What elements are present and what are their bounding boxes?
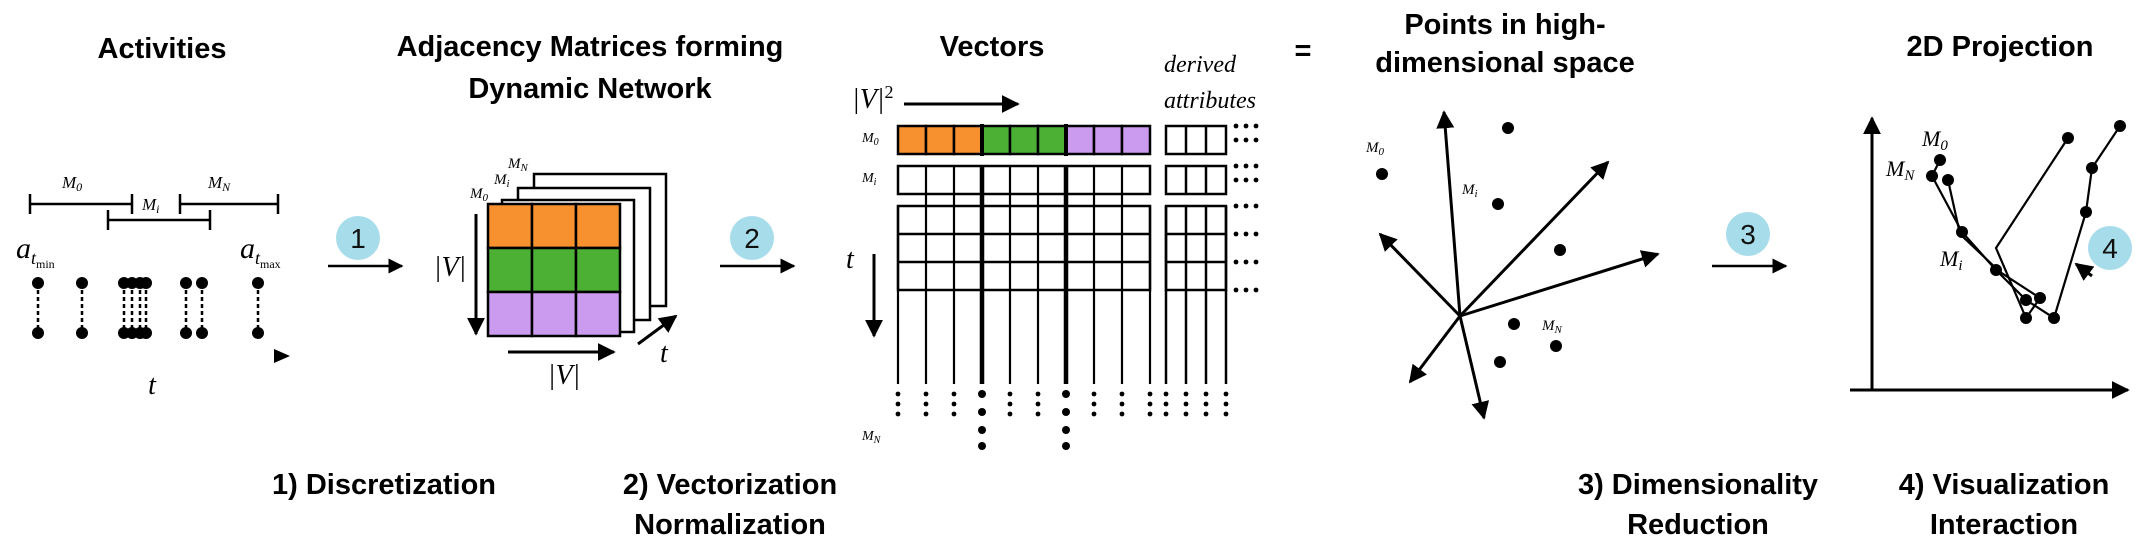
activity-event-dots [32,277,264,339]
projection-plot: M0 MN Mi 4 [1850,116,2132,399]
row-label-mn: MN [861,429,882,446]
heading-adjacency-line1: Adjacency Matrices forming [397,31,784,63]
derived-continuation-dots [1233,123,1259,293]
point-label-mi: Mi [1461,182,1478,200]
matrix-m0-front [486,202,622,338]
step-3-badge [1726,212,1770,256]
step-4-pointer-arrow [2074,262,2095,281]
row-axis-t-label: t [846,244,855,275]
vectors-panel: |V|2 derived attributes M0 Mi t MN [846,52,1259,450]
v-squared-label: |V|2 [852,82,894,115]
heading-activities: Activities [98,33,227,65]
step-4-badge [2088,226,2132,270]
adjacency-stack: MN Mi M0 |V| |V| t [434,156,678,391]
heading-points-line1: Points in high- [1404,9,1605,41]
step-2-badge-number: 2 [744,223,760,254]
step-4-badge-number: 4 [2102,233,2118,264]
row-label-mi: Mi [861,171,877,188]
t-axis-diagonal [637,314,678,346]
step-1-label: 1) Discretization [272,469,496,501]
activity-events [36,283,260,333]
projection-label-mi: Mi [1939,246,1963,274]
derived-label-line2: attributes [1164,88,1256,114]
step-3-label-line2: Reduction [1627,509,1769,541]
step-3-label-line1: 3) Dimensionality [1578,469,1818,501]
v-label-vertical: |V| [434,252,467,283]
projection-trajectory [1930,125,2121,321]
time-label: t [148,370,157,401]
derived-label-line1: derived [1164,52,1237,78]
point-label-mn: MN [1541,318,1563,336]
time-axis-arrowhead [274,349,290,363]
projection-points [1926,120,2126,324]
step-3-badge-number: 3 [1740,219,1756,250]
label-a-tmax: atmax [240,232,281,271]
vector-grid-columns [896,166,1152,384]
step-1-connector: 1 [328,216,404,274]
derived-attribute-cells [1164,124,1228,384]
layer-label-m0: M0 [469,186,489,204]
layer-label-mi: Mi [493,172,510,190]
vector-row-m0 [896,124,1152,156]
row-label-m0: M0 [861,131,879,148]
high-dim-points [1376,122,1566,368]
step-1-badge-number: 1 [350,223,366,254]
vector-grid-white [896,164,1152,292]
step-4-label-line2: Interaction [1930,509,2078,541]
step-1-badge [336,216,380,260]
interval-m0 [28,194,134,214]
step-4-label-line1: 4) Visualization [1899,469,2110,501]
label-m0-interval: M0 [61,173,82,194]
heading-vectors: Vectors [940,31,1045,63]
step-2-connector: 2 [720,216,796,274]
heading-adjacency-line2: Dynamic Network [468,73,712,105]
step-2-label-line1: 2) Vectorization [623,469,837,501]
label-mi-interval: Mi [141,195,160,216]
step-3-connector: 3 [1712,212,1788,274]
v-label-horizontal: |V| [548,360,581,391]
heading-points-line2: dimensional space [1375,47,1635,79]
heading-projection: 2D Projection [1907,31,2094,63]
step-2-badge [730,216,774,260]
t-label-diagonal: t [660,338,669,369]
heading-equals: = [1295,35,1312,67]
label-a-tmin: atmin [16,232,55,271]
interval-mn [178,194,280,214]
vector-continuation-dots [895,390,1229,450]
activities-panel: M0 Mi MN atmin atmax [8,173,290,401]
step-2-label-line2: Normalization [634,509,826,541]
projection-label-m0: M0 [1921,126,1948,154]
interval-mi [106,210,212,230]
high-dim-space: M0 Mi MN [1365,110,1660,420]
projection-label-mn: MN [1885,156,1915,184]
layer-label-mn: MN [507,156,529,174]
label-mn-interval: MN [207,173,231,194]
point-label-m0: M0 [1365,140,1385,158]
